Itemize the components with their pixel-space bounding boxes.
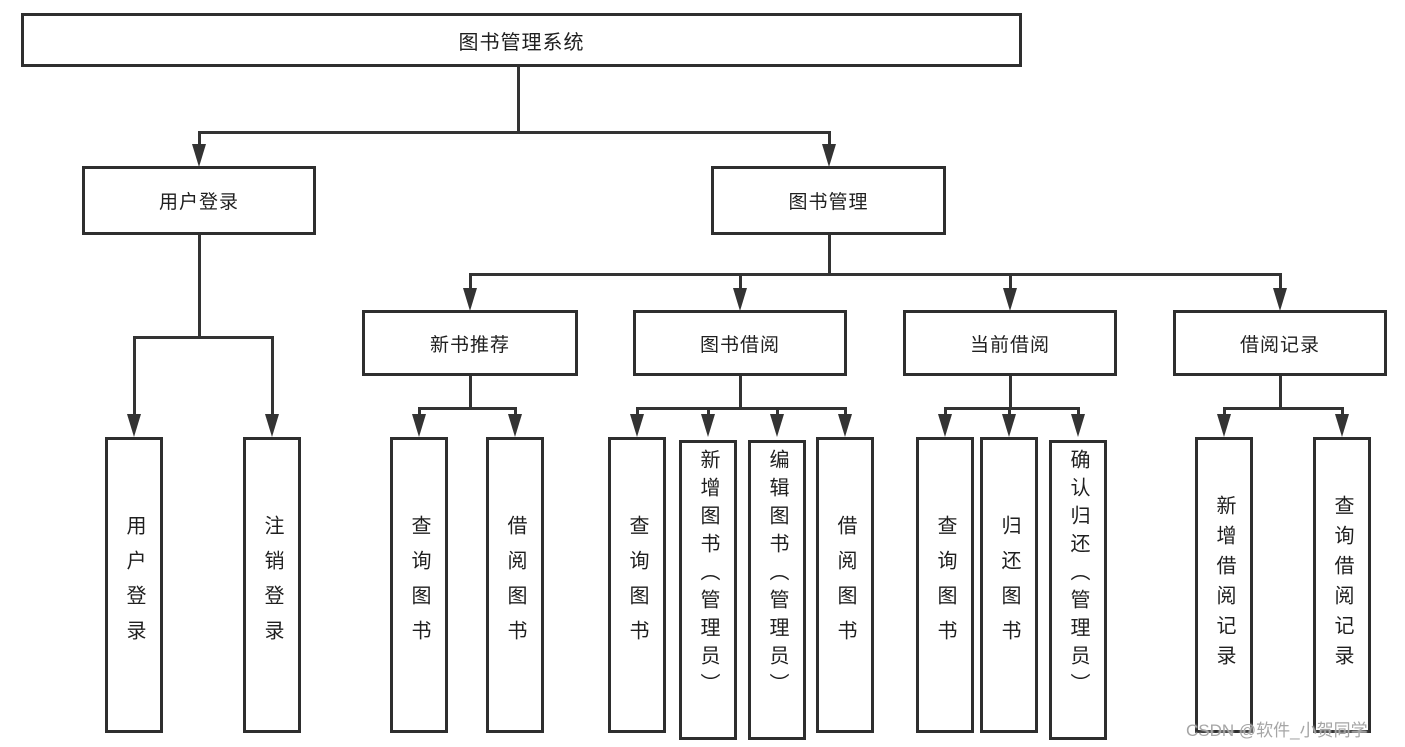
connector-bb-leaf1-drop [636,407,639,416]
leaf-user-login: 用户登录 [105,437,163,733]
leaf-query-borrow-record: 查询借阅记录 [1313,437,1371,733]
leaf-query-books-current-label: 查询图书 [934,515,956,655]
leaf-query-books-recommend: 查询图书 [390,437,448,733]
node-root: 图书管理系统 [21,13,1022,67]
leaf-query-borrow-record-label: 查询借阅记录 [1331,495,1353,675]
node-book-management: 图书管理 [711,166,946,235]
arrow-down-cb-leaf2 [1002,414,1016,437]
arrow-down-current [1003,288,1017,311]
arrow-down-br-leaf1 [1217,414,1231,437]
connector-level2-rail [198,131,831,134]
connector-newbook-rail [418,407,517,410]
connector-user-login-drop [198,131,201,146]
leaf-confirm-return-admin-label: 确认归还（管理员） [1067,449,1089,701]
node-new-book-recommendation: 新书推荐 [362,310,578,376]
arrow-down-bb-leaf3 [770,414,784,437]
connector-records-drop [1279,273,1282,290]
connector-borrow-drop [739,273,742,290]
arrow-down-nb-leaf2 [508,414,522,437]
connector-bb-leaf2-drop [707,407,710,416]
arrow-down-cb-leaf1 [938,414,952,437]
connector-current-stem [1009,376,1012,407]
arrow-down-nb-leaf1 [412,414,426,437]
leaf-edit-book-admin-label: 编辑图书（管理员） [766,449,788,701]
node-new-book-recommendation-label: 新书推荐 [429,334,510,356]
arrow-down-leaf-logout [265,414,279,437]
arrow-down-borrow [733,288,747,311]
leaf-edit-book-admin: 编辑图书（管理员） [748,440,806,740]
arrow-down-bb-leaf2 [701,414,715,437]
arrow-down-cb-leaf3 [1071,414,1085,437]
arrow-down-book-mgmt [822,144,836,167]
node-borrowing-records: 借阅记录 [1173,310,1387,376]
connector-borrow-rail [636,407,846,410]
leaf-add-book-admin: 新增图书（管理员） [679,440,737,740]
node-book-borrowing: 图书借阅 [633,310,847,376]
connector-level3-rail [469,273,1282,276]
node-borrowing-records-label: 借阅记录 [1239,334,1320,356]
connector-leaf-login-drop [133,336,136,416]
connector-bb-leaf3-drop [776,407,779,416]
csdn-watermark: CSDN @软件_小贺同学 [1186,721,1368,740]
connector-book-mgmt-stem [828,235,831,273]
connector-cb-leaf3-drop [1077,407,1080,416]
connector-book-mgmt-drop [828,131,831,146]
connector-nb-leaf2-drop [514,407,517,416]
connector-borrow-stem [739,376,742,407]
leaf-confirm-return-admin: 确认归还（管理员） [1049,440,1107,740]
node-user-login-label: 用户登录 [158,192,239,213]
connector-root-stem [517,67,520,131]
leaf-borrow-books-borrowing-label: 借阅图书 [834,515,856,655]
leaf-return-books-label: 归还图书 [998,515,1020,655]
arrow-down-user-login [192,144,206,167]
connector-user-login-rail [133,336,274,339]
leaf-return-books: 归还图书 [980,437,1038,733]
connector-newbook-stem [469,376,472,407]
leaf-borrow-books-recommend: 借阅图书 [486,437,544,733]
connector-bb-leaf4-drop [844,407,847,416]
leaf-add-borrow-record: 新增借阅记录 [1195,437,1253,733]
leaf-query-books-recommend-label: 查询图书 [408,515,430,655]
connector-nb-leaf1-drop [418,407,421,416]
arrow-down-br-leaf2 [1335,414,1349,437]
connector-user-login-stem [198,235,201,336]
connector-records-rail [1223,407,1344,410]
leaf-add-borrow-record-label: 新增借阅记录 [1213,495,1235,675]
connector-current-drop [1009,273,1012,290]
arrow-down-bb-leaf1 [630,414,644,437]
node-current-borrowing-label: 当前借阅 [969,334,1050,356]
leaf-query-books-borrowing-label: 查询图书 [626,515,648,655]
connector-leaf-logout-drop [271,336,274,416]
node-user-login: 用户登录 [82,166,316,235]
leaf-borrow-books-borrowing: 借阅图书 [816,437,874,733]
connector-cb-leaf1-drop [944,407,947,416]
arrow-down-newbook [463,288,477,311]
node-current-borrowing: 当前借阅 [903,310,1117,376]
connector-records-stem [1279,376,1282,407]
arrow-down-records [1273,288,1287,311]
leaf-user-login-label: 用户登录 [123,515,145,655]
leaf-borrow-books-recommend-label: 借阅图书 [504,515,526,655]
connector-br-leaf1-drop [1223,407,1226,416]
connector-newbook-drop [469,273,472,290]
leaf-query-books-borrowing: 查询图书 [608,437,666,733]
arrow-down-bb-leaf4 [838,414,852,437]
leaf-logout: 注销登录 [243,437,301,733]
leaf-logout-label: 注销登录 [261,515,283,655]
connector-br-leaf2-drop [1341,407,1344,416]
node-book-borrowing-label: 图书借阅 [699,334,780,356]
node-root-label: 图书管理系统 [458,31,585,54]
node-book-management-label: 图书管理 [788,192,869,213]
connector-cb-leaf2-drop [1008,407,1011,416]
connector-current-rail [944,407,1080,410]
arrow-down-leaf-login [127,414,141,437]
leaf-add-book-admin-label: 新增图书（管理员） [697,449,719,701]
leaf-query-books-current: 查询图书 [916,437,974,733]
